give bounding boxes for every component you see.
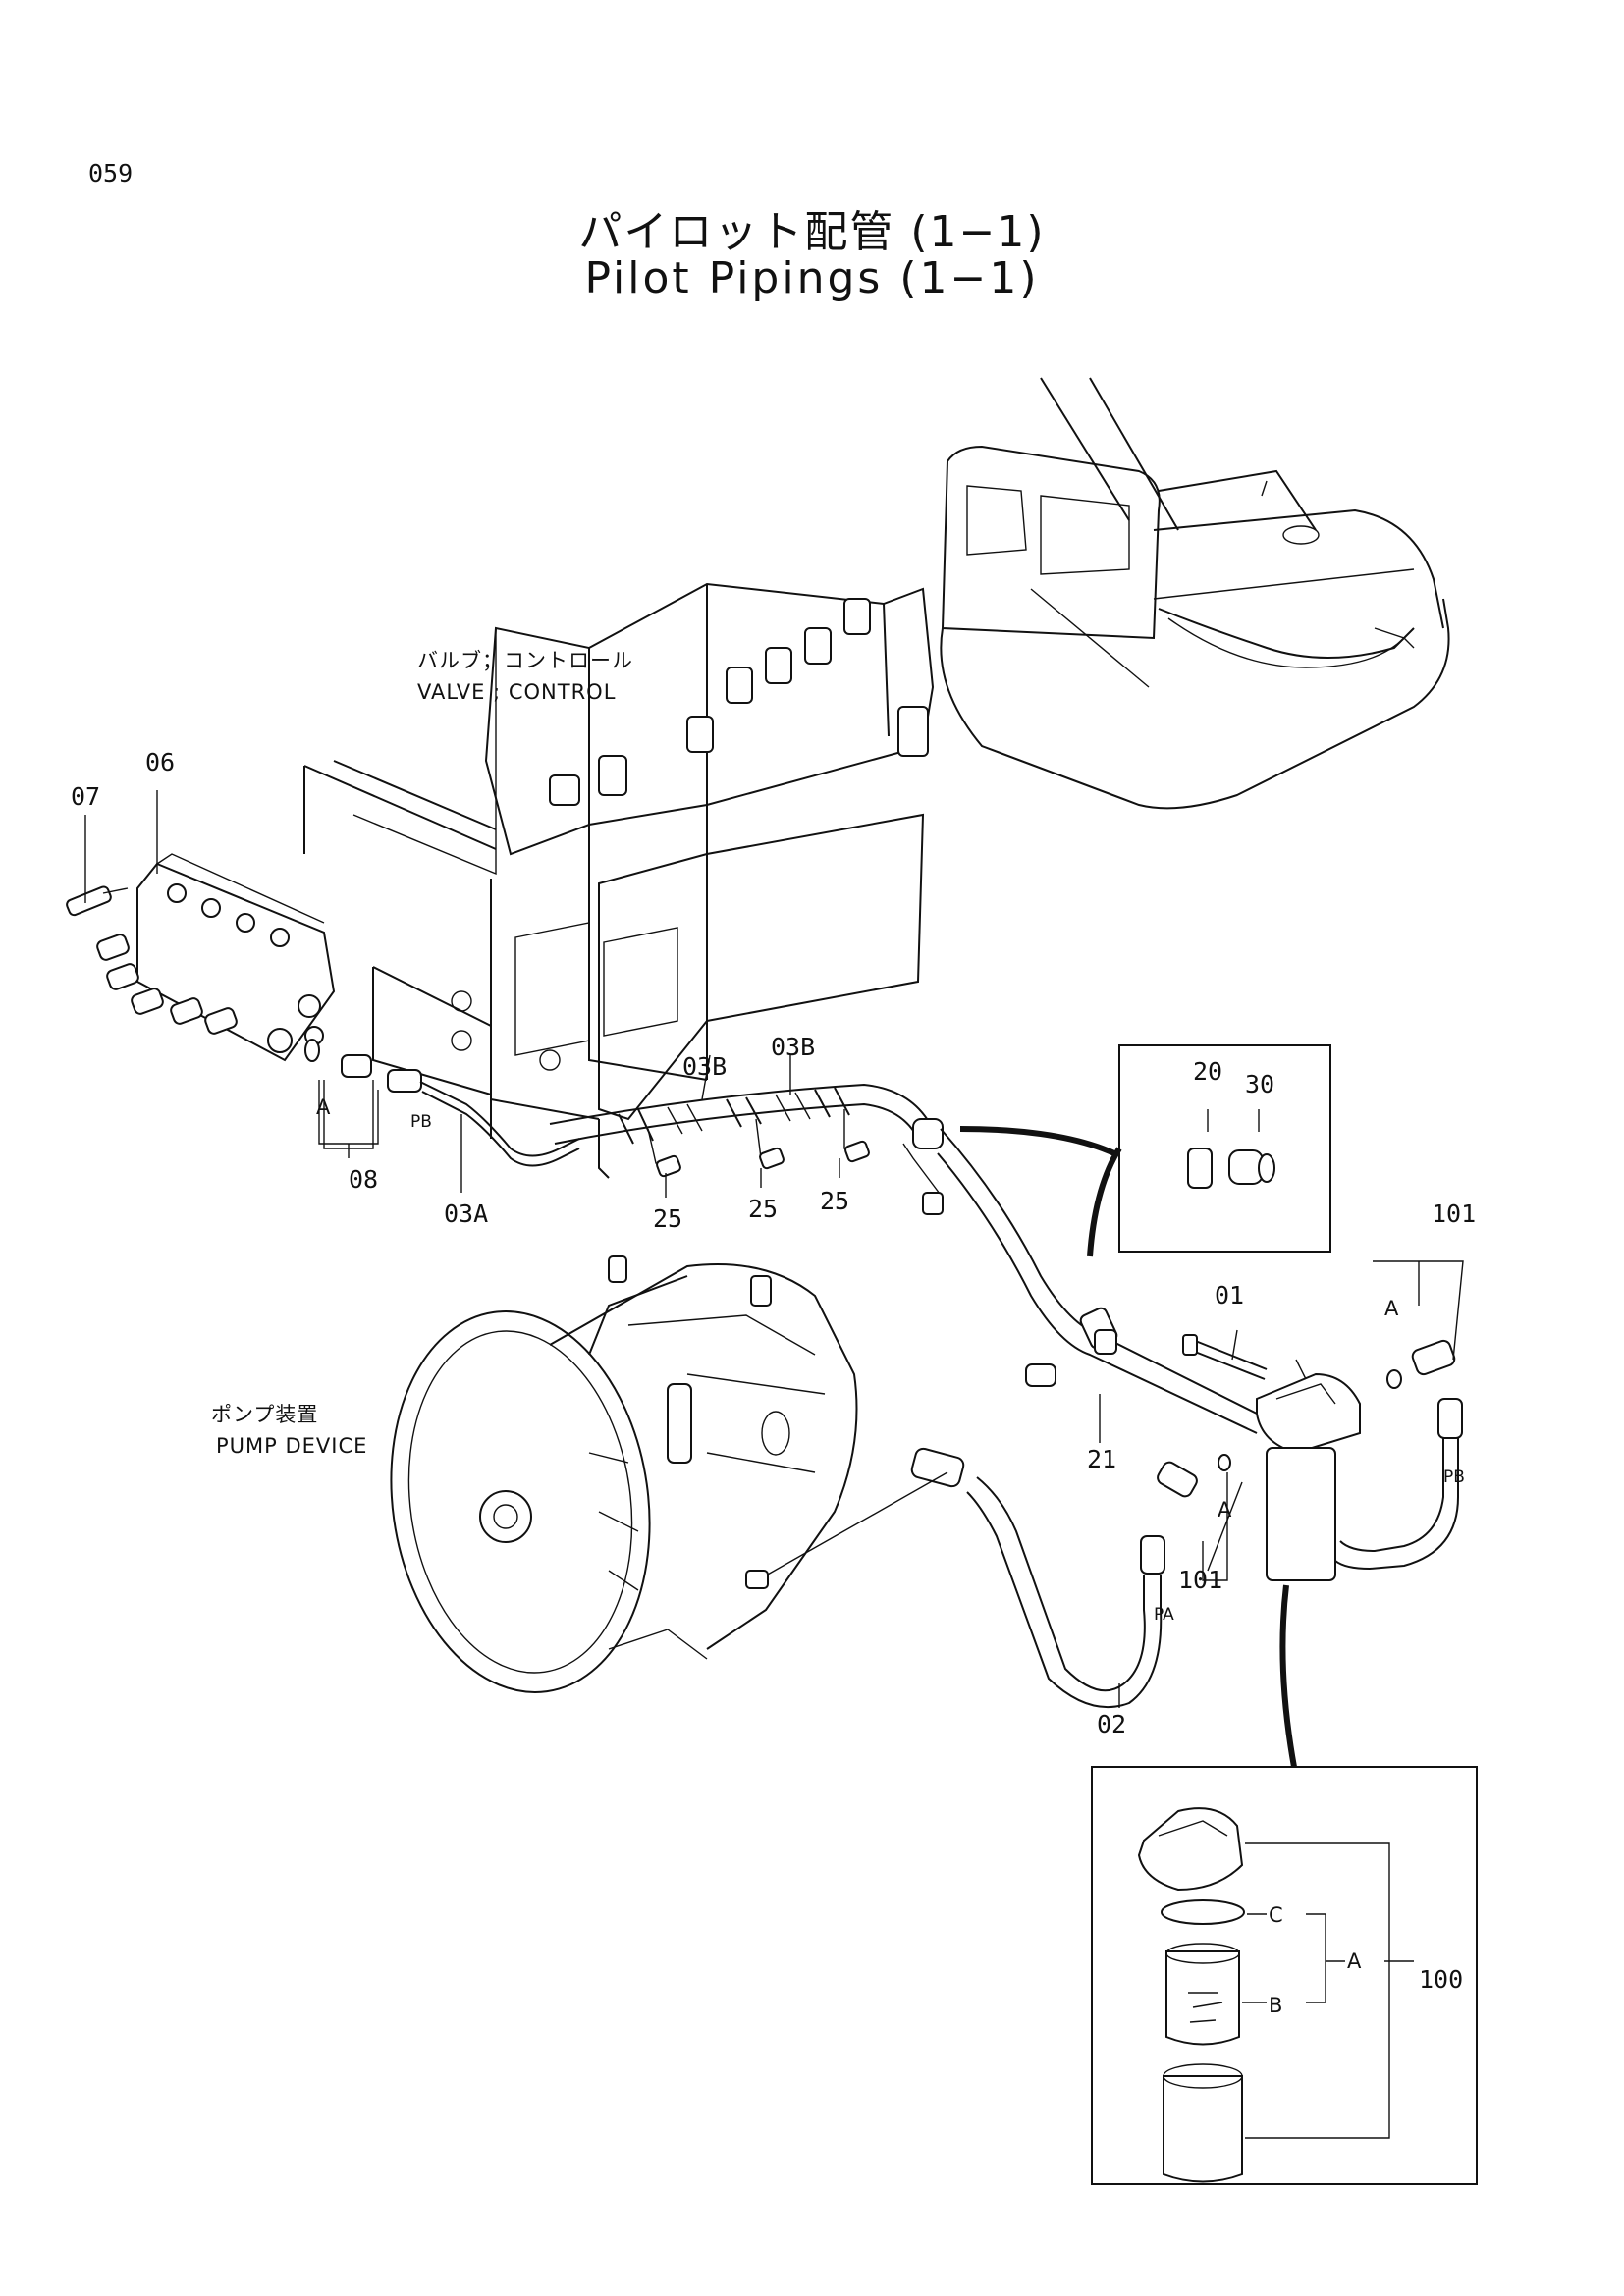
- part-number-20: 20: [1193, 1057, 1222, 1086]
- excavator-illustration: [940, 377, 1450, 810]
- part-number-08: 08: [349, 1165, 378, 1194]
- filter-assembly: [1182, 1334, 1361, 1581]
- valve-label-en: VALVE ; CONTROL: [417, 680, 616, 704]
- part-number-25-first: 25: [653, 1204, 682, 1233]
- part-number-25-third: 25: [820, 1187, 849, 1215]
- hose-03b-with-clamps: [549, 1083, 944, 1215]
- part-number-03a: 03A: [444, 1200, 488, 1228]
- port-label-a-bottom-fitting: A: [1218, 1498, 1232, 1522]
- pump-device-illustration: [390, 1255, 858, 1693]
- port-label-pb-filter: PB: [1443, 1468, 1465, 1487]
- port-label-a-valve: A: [316, 1095, 331, 1119]
- title-japanese: パイロット配管 (1−1): [578, 207, 1046, 257]
- pilot-valve-block: [66, 853, 336, 1062]
- pump-label-en: PUMP DEVICE: [216, 1434, 367, 1458]
- pilot-pipe-to-filter: [937, 1128, 1258, 1434]
- filter-part-label-c: C: [1269, 1903, 1284, 1927]
- part-number-21: 21: [1087, 1445, 1116, 1473]
- part-number-03b-first: 03B: [682, 1052, 727, 1081]
- part-number-101-top: 101: [1432, 1200, 1476, 1228]
- part-number-25-second: 25: [748, 1195, 778, 1223]
- port-label-pa: PA: [1154, 1605, 1174, 1625]
- hose-02: [765, 1447, 1243, 1709]
- part-number-02: 02: [1097, 1710, 1126, 1738]
- filter-part-label-a: A: [1347, 1949, 1362, 1973]
- part-number-06: 06: [145, 748, 175, 776]
- part-number-100: 100: [1419, 1965, 1463, 1994]
- filter-detail-box-100: [1091, 1584, 1478, 2185]
- part-number-01: 01: [1215, 1281, 1244, 1309]
- pump-label-jp: ポンプ装置: [211, 1403, 318, 1426]
- part-number-03b-second: 03B: [771, 1033, 815, 1061]
- control-valve-illustration: [303, 582, 935, 1179]
- fitting-08-and-pipe-03a: [304, 1039, 580, 1167]
- port-label-pb-valve: PB: [410, 1112, 432, 1132]
- part-number-07: 07: [71, 782, 100, 811]
- detail-box-20-30: [959, 1044, 1331, 1257]
- page-number: 059: [88, 159, 134, 187]
- filter-part-label-b: B: [1269, 1994, 1283, 2017]
- part-number-101-bottom: 101: [1178, 1566, 1222, 1594]
- part-number-30: 30: [1245, 1070, 1274, 1098]
- title-english: Pilot Pipings (1−1): [584, 253, 1040, 303]
- fittings-101-and-hose-pb: [1334, 1260, 1464, 1571]
- valve-label-jp: バルブ；コントロール: [417, 649, 633, 672]
- port-label-a-top-fitting: A: [1384, 1297, 1399, 1320]
- leader-lines: [84, 790, 1260, 1708]
